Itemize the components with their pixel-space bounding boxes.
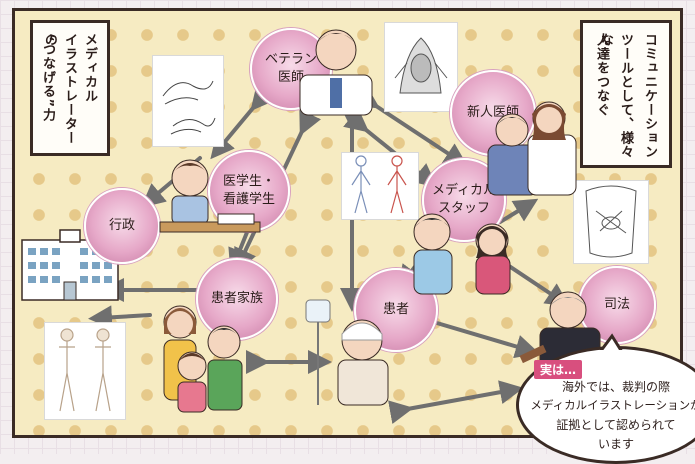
title-line-3: “つなげる”力	[40, 33, 55, 123]
abdomen-sketch-image	[573, 180, 649, 264]
veteran-line-2: 医師	[277, 70, 304, 85]
comm-line-1: コミュニケーション	[642, 33, 657, 159]
student-figure	[159, 159, 261, 233]
veteran-doctor-figure	[299, 29, 373, 116]
patient-family-figure	[163, 305, 243, 413]
arrow-kanja-shiho	[405, 303, 540, 359]
shiho-label: 司法	[603, 297, 630, 313]
comm-line-3: 人達をつなぐ	[594, 33, 609, 117]
medical-staff-figure	[413, 213, 511, 295]
arrow-staff-shinjin	[498, 198, 539, 224]
arrow-kazoku-people	[88, 305, 152, 330]
vascular-system-image	[341, 152, 419, 220]
igakusei-line-1: 医学生・	[222, 174, 275, 190]
bubble-line-1: 海外では、裁判の際	[561, 380, 670, 394]
arrow-kanja-judge	[388, 380, 524, 424]
skeleton-xray-image	[44, 322, 126, 420]
bubble-line-3: 証拠として認められて	[556, 418, 676, 432]
node-administration: 行政	[84, 188, 160, 264]
character-illustrations	[159, 29, 601, 413]
title-box: メディカル イラストレーターの “つなげる”力	[30, 20, 110, 156]
veteran-line-1: ベテラン	[264, 52, 317, 68]
staff-line-2: スタッフ	[437, 201, 490, 216]
hands-sketch-image	[152, 55, 224, 147]
bubble-tail	[598, 333, 624, 353]
bubble-line-2: メディカルイラストレーションが	[530, 398, 695, 412]
title-line-2: イラストレーターの	[41, 33, 77, 145]
surgery-sketch-image	[384, 22, 458, 112]
new-doctors-figure	[487, 101, 577, 196]
igakusei-line-2: 看護学生	[222, 192, 275, 207]
staff-line-1: メディカル	[431, 183, 497, 199]
patient-figure	[305, 299, 389, 406]
node-students: 医学生・ 看護学生	[208, 150, 290, 232]
communication-box: コミュニケーション ツールとして、様々な 人達をつなぐ	[580, 20, 672, 168]
bubble-tag: 実は…	[534, 360, 583, 379]
bubble-line-4: います	[597, 437, 634, 451]
kazoku-label: 患者家族	[210, 291, 263, 307]
title-line-1: メディカル	[82, 33, 97, 103]
comm-line-2: ツールとして、様々な	[597, 33, 633, 159]
node-judiciary: 司法	[578, 266, 656, 344]
gyosei-label: 行政	[108, 218, 135, 234]
kanja-label: 患者	[382, 302, 409, 318]
